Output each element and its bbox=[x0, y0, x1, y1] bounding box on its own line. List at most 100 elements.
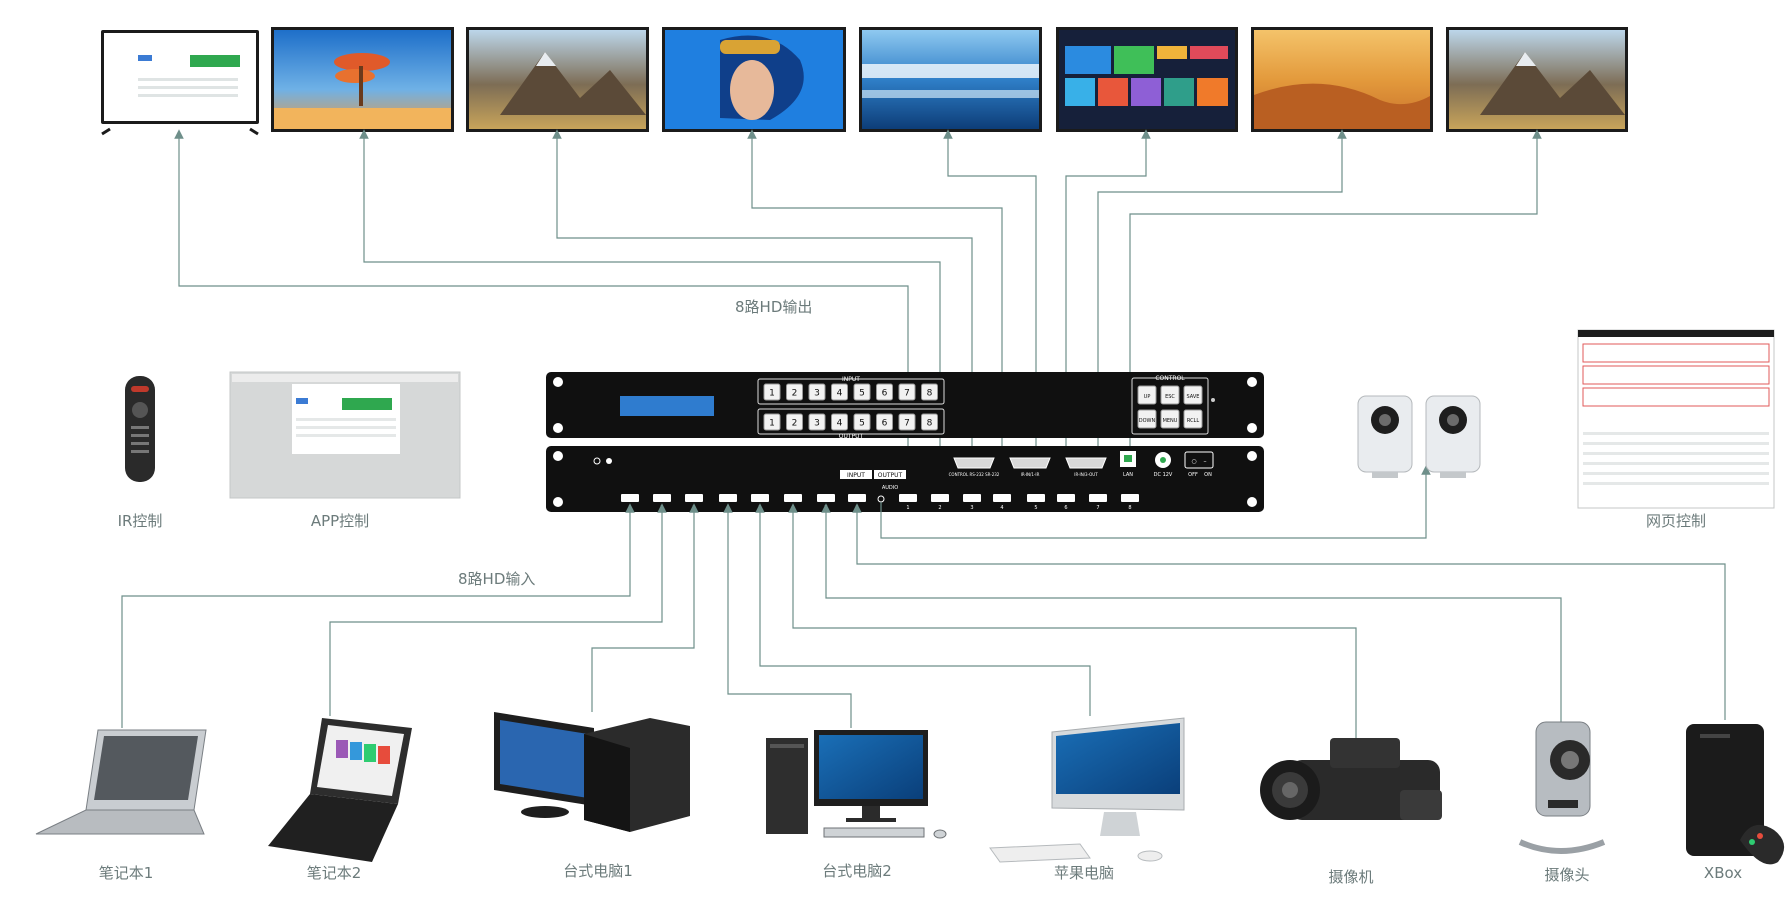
output-channel-button[interactable] bbox=[876, 413, 893, 431]
control-button-label: DOWN bbox=[1139, 418, 1156, 424]
control-button-label: ESC bbox=[1165, 394, 1175, 400]
hdmi-output-number: 8 bbox=[1128, 505, 1131, 511]
hdmi-output-number: 6 bbox=[1064, 505, 1067, 511]
channel-button-label: 8 bbox=[927, 419, 933, 429]
channel-button-label: 8 bbox=[927, 389, 933, 399]
desktop-pc-icon bbox=[766, 730, 947, 839]
hdmi-input-port bbox=[751, 494, 769, 502]
camcorder-icon bbox=[1260, 738, 1442, 820]
source-xbox-label: XBox bbox=[1703, 864, 1743, 882]
hdmi-output-port bbox=[1057, 494, 1075, 502]
web-control-label: 网页控制 bbox=[1645, 512, 1707, 530]
hdmi-output-port bbox=[899, 494, 917, 502]
control-button[interactable] bbox=[1137, 409, 1157, 429]
hdmi-output-number: 2 bbox=[938, 505, 941, 511]
hdmi-output-port bbox=[1089, 494, 1107, 502]
webcam-icon bbox=[1518, 721, 1606, 854]
serial-port-label: IR-IN/3-OUT bbox=[1074, 472, 1098, 477]
serial-port-label: IR-IN/1-IR bbox=[1021, 472, 1040, 477]
input-group-label: INPUT bbox=[842, 376, 860, 383]
audio-tag: AUDIO bbox=[882, 485, 898, 491]
serial-port bbox=[1009, 457, 1051, 469]
hdmi-output-port bbox=[931, 494, 949, 502]
channel-button-label: 6 bbox=[882, 419, 888, 429]
output-channel-button[interactable] bbox=[853, 413, 871, 431]
laptop-icon bbox=[35, 729, 207, 835]
hdmi-input-port bbox=[784, 494, 802, 502]
source-imac-label: 苹果电脑 bbox=[1053, 864, 1115, 882]
speakers-icon bbox=[1357, 395, 1481, 478]
control-button[interactable] bbox=[1160, 409, 1180, 429]
input-channel-button[interactable] bbox=[763, 383, 781, 401]
hdmi-input-port bbox=[848, 494, 866, 502]
app-control-screen-icon bbox=[229, 371, 461, 499]
svg-text:–: – bbox=[1204, 458, 1207, 465]
channel-button-label: 5 bbox=[859, 389, 865, 399]
input-channel-button[interactable] bbox=[786, 383, 803, 401]
channel-button-label: 2 bbox=[792, 389, 798, 399]
app-control-label: APP控制 bbox=[310, 512, 370, 530]
input-channel-button[interactable] bbox=[808, 383, 826, 401]
source-camcorder-label: 摄像机 bbox=[1328, 868, 1374, 886]
serial-port bbox=[1065, 457, 1107, 469]
control-button[interactable] bbox=[1183, 409, 1203, 429]
monitor-3 bbox=[466, 27, 649, 132]
output-channel-button[interactable] bbox=[763, 413, 781, 431]
monitor-1 bbox=[101, 30, 259, 136]
lan-label: LAN bbox=[1123, 472, 1133, 478]
channel-button-label: 7 bbox=[904, 419, 910, 429]
output-channel-button[interactable] bbox=[898, 413, 916, 431]
hdmi-output-port bbox=[963, 494, 981, 502]
hdmi-output-number: 1 bbox=[906, 505, 909, 511]
output-channel-button[interactable] bbox=[921, 413, 938, 431]
control-button[interactable] bbox=[1183, 385, 1203, 405]
source-laptop-2-label: 笔记本2 bbox=[306, 864, 362, 882]
power-switch bbox=[1184, 451, 1214, 469]
hdmi-output-port bbox=[1121, 494, 1139, 502]
output-channel-button[interactable] bbox=[808, 413, 826, 431]
hdmi-input-port bbox=[719, 494, 737, 502]
hdmi-input-port bbox=[653, 494, 671, 502]
input-channel-button[interactable] bbox=[898, 383, 916, 401]
serial-port-label: CONTROL RS-232 SR-232 bbox=[949, 472, 1000, 477]
control-button[interactable] bbox=[1137, 385, 1157, 405]
hdmi-output-number: 4 bbox=[1000, 505, 1003, 511]
input-channel-button[interactable] bbox=[921, 383, 938, 401]
hdmi-output-number: 3 bbox=[970, 505, 973, 511]
channel-button-label: 4 bbox=[837, 389, 843, 399]
monitor-5 bbox=[859, 27, 1042, 132]
svg-text:○: ○ bbox=[1191, 458, 1196, 465]
channel-button-label: 1 bbox=[769, 389, 775, 399]
display-row bbox=[101, 27, 1628, 136]
hdmi-output-port bbox=[993, 494, 1011, 502]
control-button-label: MENU bbox=[1163, 418, 1178, 424]
input-cables bbox=[121, 465, 1726, 740]
hdmi-output-number: 7 bbox=[1096, 505, 1099, 511]
laptop-icon bbox=[268, 718, 412, 862]
source-desktop-1-label: 台式电脑1 bbox=[563, 862, 633, 880]
output-channels-label: 8路HD输出 bbox=[735, 298, 813, 316]
hdmi-input-port bbox=[685, 494, 703, 502]
output-channel-button[interactable] bbox=[831, 413, 848, 431]
source-laptop-1-label: 笔记本1 bbox=[98, 864, 154, 882]
ir-remote-icon bbox=[125, 376, 155, 482]
control-group-label: CONTROL bbox=[1155, 375, 1185, 382]
monitor-2 bbox=[271, 27, 454, 132]
input-channel-button[interactable] bbox=[853, 383, 871, 401]
serial-ports: CONTROL RS-232 SR-232 IR-IN/1-IR IR-IN/3-O… bbox=[949, 457, 1107, 477]
input-channel-button[interactable] bbox=[876, 383, 893, 401]
channel-button-label: 7 bbox=[904, 389, 910, 399]
imac-icon bbox=[989, 717, 1185, 863]
power-on-label: ON bbox=[1204, 472, 1212, 478]
output-channel-button[interactable] bbox=[786, 413, 803, 431]
monitor-6 bbox=[1056, 27, 1238, 132]
desktop-pc-icon bbox=[494, 712, 690, 832]
control-button-label: RCLL bbox=[1187, 418, 1200, 424]
control-button[interactable] bbox=[1160, 385, 1180, 405]
monitor-8 bbox=[1446, 27, 1628, 132]
input-channel-button[interactable] bbox=[831, 383, 848, 401]
